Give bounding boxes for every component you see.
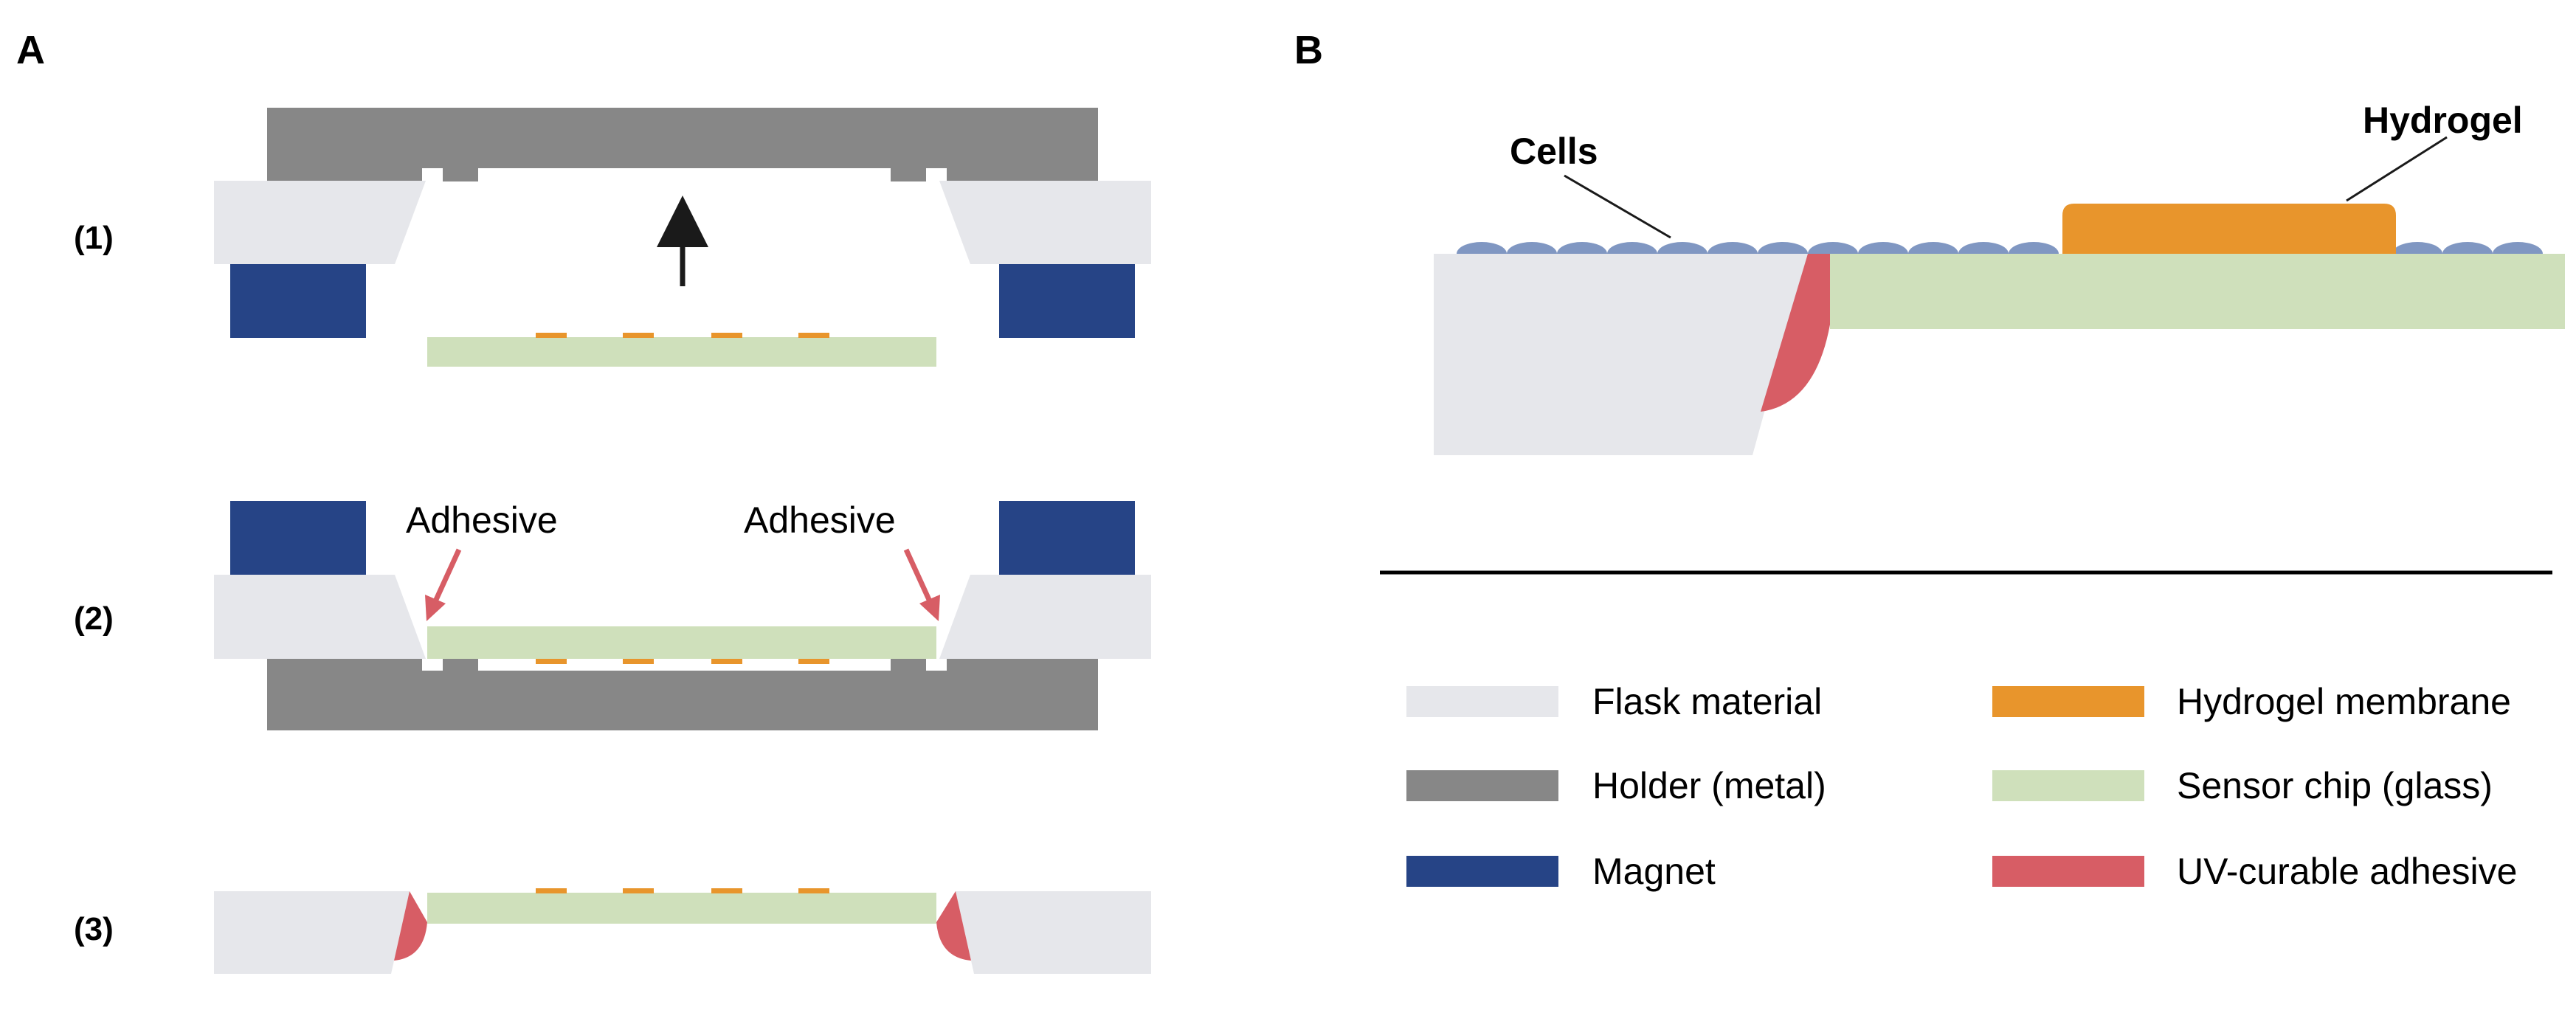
magnet-right-step-1 — [999, 264, 1135, 338]
adhesive-label-left: Adhesive — [406, 499, 558, 541]
step-1-label: (1) — [74, 220, 114, 256]
hydrogel-label: Hydrogel — [2363, 100, 2523, 141]
electrode — [798, 333, 829, 338]
magnet-right-step-2 — [999, 501, 1135, 575]
flask-left-step-1 — [214, 181, 426, 264]
panel-b-letter: B — [1294, 28, 1323, 72]
step-3: (3) — [74, 888, 1151, 974]
electrode — [711, 659, 742, 664]
magnet-left-step-2 — [230, 501, 366, 575]
legend: Flask material Holder (metal) Magnet Hyd… — [1406, 681, 2517, 892]
adhesive-fillet-left-step-3 — [394, 891, 427, 961]
cells-leader-line — [1564, 174, 1671, 239]
sensor-chip-step-1 — [427, 337, 936, 367]
legend-swatch-flask — [1406, 686, 1558, 717]
legend-swatch-magnet — [1406, 856, 1558, 887]
electrode — [798, 659, 829, 664]
legend-swatch-chip — [1992, 770, 2144, 801]
legend-swatch-hydrogel — [1992, 686, 2144, 717]
magnet-left-step-1 — [230, 264, 366, 338]
electrode — [536, 888, 567, 893]
panel-a-letter: A — [16, 28, 45, 72]
panel-b-diagram: Cells Hydrogel — [1434, 100, 2565, 455]
electrode — [623, 333, 654, 338]
legend-label-adhesive: UV-curable adhesive — [2177, 851, 2517, 892]
sensor-chip-step-2 — [427, 626, 936, 659]
step-2: (2) Adhesive Adhesive — [74, 499, 1151, 730]
uv-adhesive-fillet — [1761, 254, 1830, 412]
sensor-chip — [1830, 254, 2565, 329]
flask-wall — [1434, 254, 1808, 455]
legend-label-flask: Flask material — [1592, 681, 1822, 722]
legend-swatch-holder — [1406, 770, 1558, 801]
legend-label-chip: Sensor chip (glass) — [2177, 765, 2493, 806]
electrode — [711, 333, 742, 338]
flask-right-step-3 — [956, 891, 1151, 974]
legend-label-hydrogel: Hydrogel membrane — [2177, 681, 2511, 722]
electrode — [711, 888, 742, 893]
adhesive-label-right: Adhesive — [744, 499, 896, 541]
legend-swatch-adhesive — [1992, 856, 2144, 887]
adhesive-fillet-right-step-3 — [936, 891, 971, 961]
flask-left-step-3 — [214, 891, 410, 974]
legend-label-holder: Holder (metal) — [1592, 765, 1826, 806]
hydrogel-membrane — [2062, 204, 2396, 254]
electrode — [536, 333, 567, 338]
holder-step-2 — [267, 659, 1098, 730]
flask-left-step-2 — [214, 575, 426, 659]
flask-right-step-1 — [939, 181, 1151, 264]
step-1: (1) — [74, 108, 1151, 367]
electrode — [536, 659, 567, 664]
legend-label-magnet: Magnet — [1592, 851, 1716, 892]
step-2-label: (2) — [74, 601, 114, 637]
electrode — [623, 888, 654, 893]
adhesive-arrow-right — [903, 548, 940, 621]
holder-step-1 — [267, 108, 1098, 181]
cells-label: Cells — [1510, 131, 1598, 172]
adhesive-arrow-left — [425, 548, 462, 621]
sensor-chip-step-3 — [427, 893, 936, 924]
electrode — [798, 888, 829, 893]
hydrogel-leader-line — [2346, 136, 2448, 202]
electrode — [623, 659, 654, 664]
flask-right-step-2 — [939, 575, 1151, 659]
step-3-label: (3) — [74, 911, 114, 947]
